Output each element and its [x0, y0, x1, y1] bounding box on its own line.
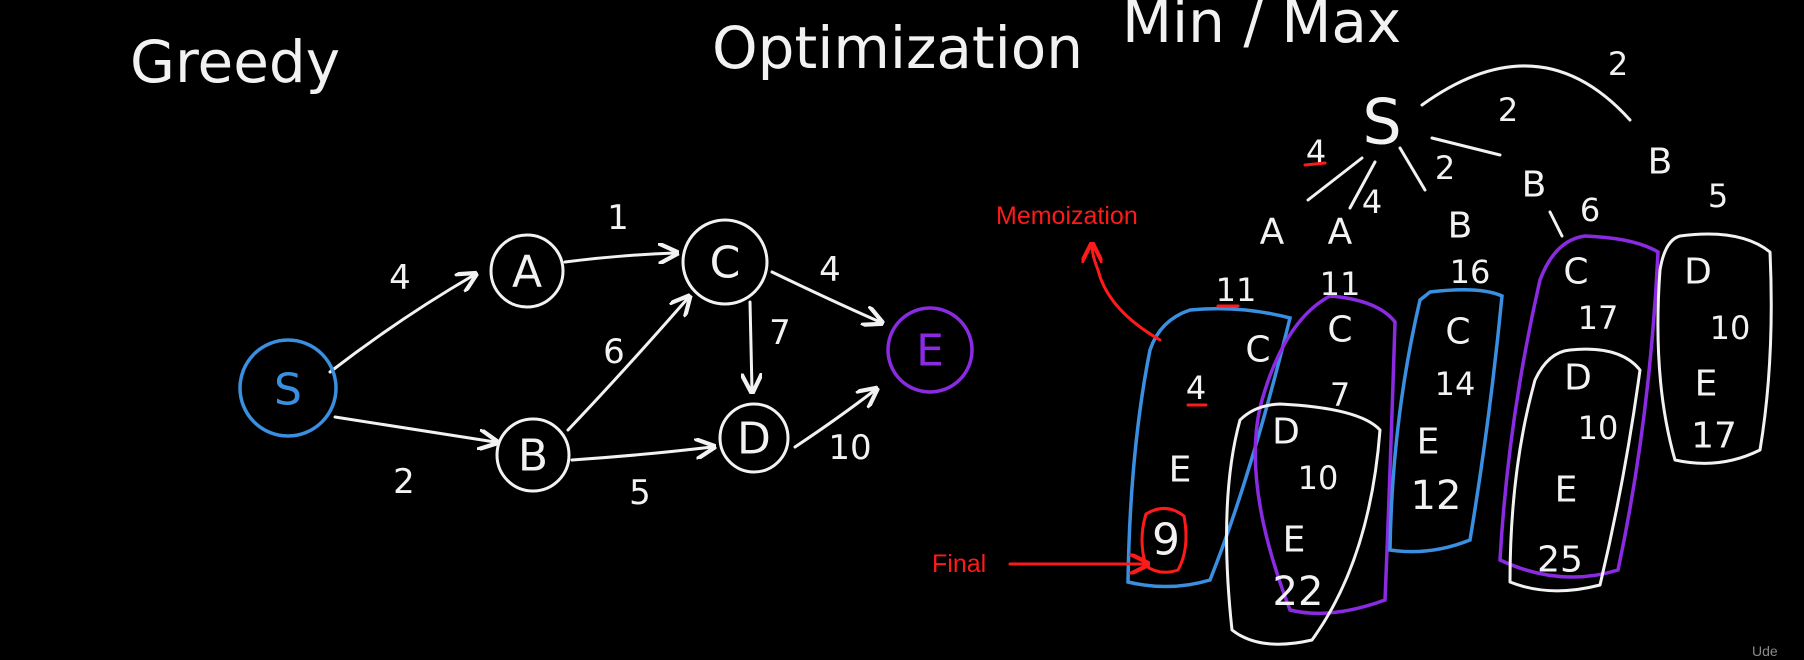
branch-4-node-d: D	[1564, 358, 1592, 399]
weight-b-c: 6	[603, 332, 625, 372]
node-d-circle	[718, 402, 790, 474]
branch-3-head: B	[1448, 206, 1473, 247]
branch-4-head: B	[1522, 165, 1547, 206]
node-b-label: B	[518, 431, 548, 482]
branch-2-head: A	[1328, 212, 1353, 253]
branch-5-cost-2: 10	[1710, 309, 1751, 347]
branch-3-cost-2: 14	[1435, 365, 1476, 403]
edge-s-b	[333, 415, 495, 442]
branch-1-head: A	[1260, 212, 1285, 253]
memoization-label: Memoization	[996, 202, 1138, 230]
branch-4-outline-white	[1508, 347, 1642, 593]
tree-edge-label-2: 4	[1362, 183, 1382, 221]
title-greedy: Greedy	[130, 28, 340, 96]
weight-s-a: 4	[389, 258, 411, 298]
node-a-label: A	[512, 247, 542, 298]
branch-3-node-c: C	[1445, 312, 1470, 353]
branch-2-outline-purple	[1253, 294, 1397, 616]
branch-2-outline-white	[1225, 402, 1382, 646]
branch-1-cost-1: 11	[1216, 271, 1257, 309]
branch-4-outline-purple	[1498, 234, 1660, 579]
edge-d-e	[793, 390, 875, 449]
edge-b-d	[570, 447, 712, 462]
branch-2-cost-1: 11	[1320, 265, 1361, 303]
tree-edge-label-3: 2	[1435, 149, 1455, 187]
edge-c-d	[750, 300, 752, 390]
watermark: Ude	[1752, 643, 1778, 659]
tree-root: S	[1362, 86, 1401, 159]
final-circle	[1140, 507, 1188, 574]
branch-4-total: 25	[1537, 540, 1583, 581]
tree-edge-1	[1306, 156, 1364, 202]
branch-5-outline	[1656, 232, 1773, 465]
weight-c-d: 7	[769, 313, 791, 353]
tree-edge-4	[1430, 136, 1502, 157]
branch-2-node-d: D	[1272, 412, 1300, 453]
title-min-max: Min / Max	[1122, 0, 1401, 56]
node-e-circle	[886, 306, 974, 394]
branch-1-outline	[1126, 306, 1293, 589]
node-c-label: C	[710, 238, 741, 289]
branch-2-node-c: C	[1327, 310, 1352, 351]
branch-4-node-c: C	[1563, 252, 1588, 293]
branch-4-cost-2: 17	[1578, 299, 1619, 337]
node-a-circle	[489, 233, 565, 309]
branch-2-node-e: E	[1283, 520, 1306, 561]
branch-1-node-e: E	[1169, 450, 1192, 491]
node-d-label: D	[737, 414, 771, 465]
branch-5-head: B	[1648, 142, 1673, 183]
tree-edge-5	[1420, 64, 1632, 122]
edge-a-c	[563, 253, 675, 262]
branch-4-cost-1: 6	[1580, 191, 1600, 229]
weight-c-e: 4	[819, 250, 841, 290]
branch-4-cost-3: 10	[1578, 409, 1619, 447]
branch-5-cost-1: 5	[1708, 177, 1728, 215]
branch-3-node-e: E	[1417, 422, 1440, 463]
branch-4-head-line	[1548, 210, 1564, 238]
weight-b-d: 5	[629, 473, 651, 513]
branch-5-node-d: D	[1684, 252, 1712, 293]
memoization-arrow	[1092, 246, 1162, 342]
branch-1-total: 9	[1152, 515, 1180, 566]
tree-edge-2	[1348, 160, 1377, 210]
tree-edge-label-1: 4	[1306, 133, 1326, 171]
node-s-circle	[238, 338, 338, 438]
tree-edge-label-5: 2	[1608, 45, 1628, 83]
node-b-circle	[495, 417, 571, 493]
tree-edge-3	[1398, 146, 1427, 192]
weight-a-c: 1	[607, 198, 629, 238]
branch-1-node-c: C	[1245, 330, 1270, 371]
edge-c-e	[770, 270, 880, 322]
branch-2-cost-2: 7	[1330, 376, 1350, 414]
final-label: Final	[932, 550, 986, 578]
edge-b-c	[566, 298, 688, 432]
title-optimization: Optimization	[712, 14, 1083, 82]
branch-1-cost-2: 4	[1186, 369, 1206, 407]
branch-3-total: 12	[1411, 473, 1462, 519]
node-s-label: S	[274, 365, 302, 416]
branch-2-cost-3: 10	[1298, 459, 1339, 497]
weight-s-b: 2	[393, 462, 415, 502]
node-c-circle	[681, 218, 769, 306]
branch-3-cost-1: 16	[1450, 253, 1491, 291]
node-e-label: E	[916, 326, 944, 377]
branch-2-total: 22	[1273, 569, 1324, 615]
branch-5-node-e: E	[1695, 364, 1718, 405]
branch-3-outline	[1388, 288, 1504, 554]
tree-edge-label-4: 2	[1498, 91, 1518, 129]
red-underline-4	[1303, 161, 1327, 167]
weight-d-e: 10	[828, 428, 871, 468]
edge-s-a	[328, 275, 474, 374]
branch-4-node-e: E	[1555, 470, 1578, 511]
branch-5-total: 17	[1691, 416, 1737, 457]
